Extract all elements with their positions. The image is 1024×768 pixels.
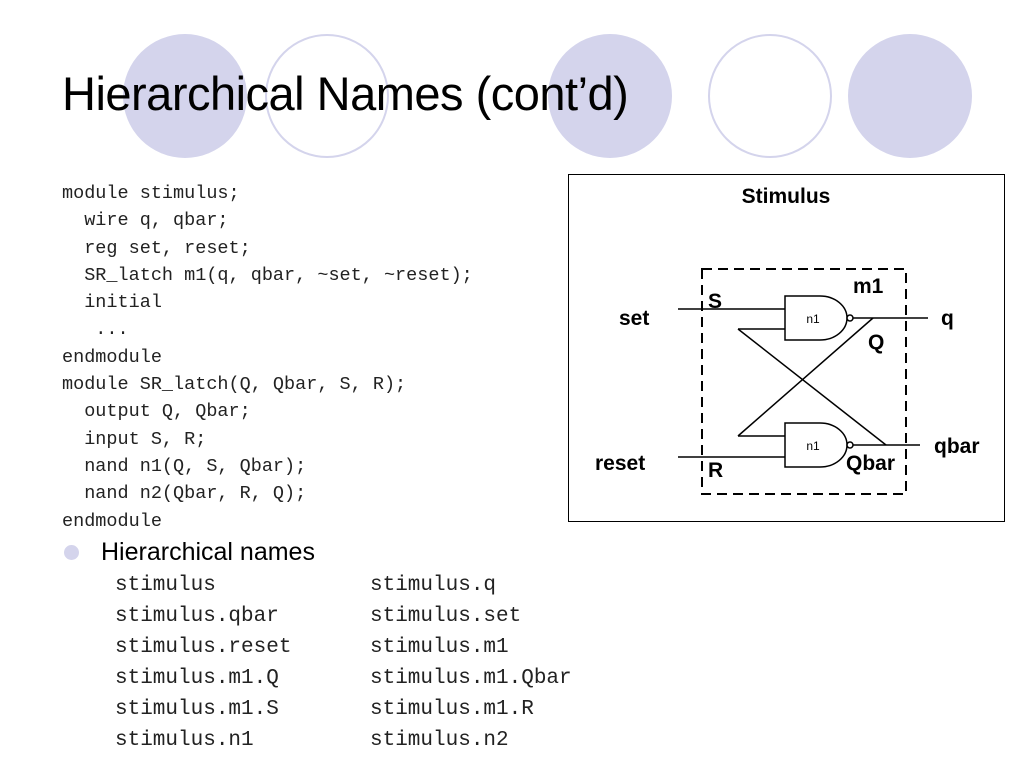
code-line: SR_latch m1(q, qbar, ~set, ~reset); <box>62 264 473 286</box>
nand-bubble-1 <box>846 314 854 322</box>
decor-circle-2 <box>265 34 389 158</box>
hierarchical-name: stimulus.m1.S <box>115 698 279 721</box>
code-line: endmodule <box>62 510 162 532</box>
hierarchical-name: stimulus.m1.Q <box>115 667 279 690</box>
hierarchical-name: stimulus.q <box>370 574 497 597</box>
code-line: module SR_latch(Q, Qbar, S, R); <box>62 374 407 396</box>
hierarchical-name: stimulus.qbar <box>115 605 279 628</box>
code-line: endmodule <box>62 346 162 368</box>
code-block: module stimulus; wire q, qbar; reg set, … <box>62 180 473 535</box>
hierarchical-name: stimulus.set <box>370 605 522 628</box>
code-line: reg set, reset; <box>62 237 251 259</box>
code-line: nand n1(Q, S, Qbar); <box>62 455 307 477</box>
code-line: input S, R; <box>62 428 207 450</box>
sr-latch-svg: Stimulus m1 n1 n1 set reset q qbar S R <box>568 174 1005 522</box>
module-box <box>701 268 907 495</box>
diagram-title: Stimulus <box>742 185 831 208</box>
names-row: stimulus.m1.S stimulus.m1.R <box>115 694 572 725</box>
names-row: stimulus.reset stimulus.m1 <box>115 632 572 663</box>
label-S: S <box>708 290 722 313</box>
hierarchical-name: stimulus.n2 <box>370 729 509 752</box>
label-R: R <box>708 459 723 482</box>
names-row: stimulus stimulus.q <box>115 570 572 601</box>
decor-circle-3 <box>548 34 672 158</box>
sr-latch-diagram: Stimulus m1 n1 n1 set reset q qbar S R <box>568 174 1005 522</box>
label-q: q <box>941 307 954 330</box>
hierarchical-name: stimulus <box>115 574 216 597</box>
gate-1-label: n1 <box>806 312 820 326</box>
gate-2-label: n1 <box>806 439 820 453</box>
label-qbar: qbar <box>934 435 980 458</box>
names-row: stimulus.qbar stimulus.set <box>115 601 572 632</box>
bullet-item: Hierarchical names <box>64 535 315 569</box>
code-line: wire q, qbar; <box>62 210 229 232</box>
bullet-dot-icon <box>64 544 79 560</box>
label-set: set <box>619 307 649 330</box>
decor-circle-5 <box>848 34 972 158</box>
nand-bubble-2 <box>846 441 854 449</box>
code-line: initial <box>62 292 162 314</box>
decor-circle-1 <box>123 34 247 158</box>
code-line: ... <box>62 319 129 341</box>
label-reset: reset <box>595 452 645 475</box>
label-Qbar: Qbar <box>846 452 895 475</box>
hierarchical-name: stimulus.n1 <box>115 729 254 752</box>
code-line: output Q, Qbar; <box>62 401 251 423</box>
names-row: stimulus.n1 stimulus.n2 <box>115 725 572 756</box>
hierarchical-name: stimulus.m1.R <box>370 698 534 721</box>
hierarchical-name: stimulus.reset <box>115 636 292 659</box>
hierarchical-name: stimulus.m1.Qbar <box>370 667 572 690</box>
wires <box>678 308 928 458</box>
decor-circle-4 <box>708 34 832 158</box>
page-title: Hierarchical Names (cont’d) <box>62 67 629 120</box>
hierarchical-name: stimulus.m1 <box>370 636 509 659</box>
names-row: stimulus.m1.Q stimulus.m1.Qbar <box>115 663 572 694</box>
code-line: module stimulus; <box>62 183 240 204</box>
bullet-text: Hierarchical names <box>101 538 315 566</box>
code-line: nand n2(Qbar, R, Q); <box>62 483 307 505</box>
module-label: m1 <box>853 275 884 298</box>
label-Q: Q <box>868 331 884 354</box>
